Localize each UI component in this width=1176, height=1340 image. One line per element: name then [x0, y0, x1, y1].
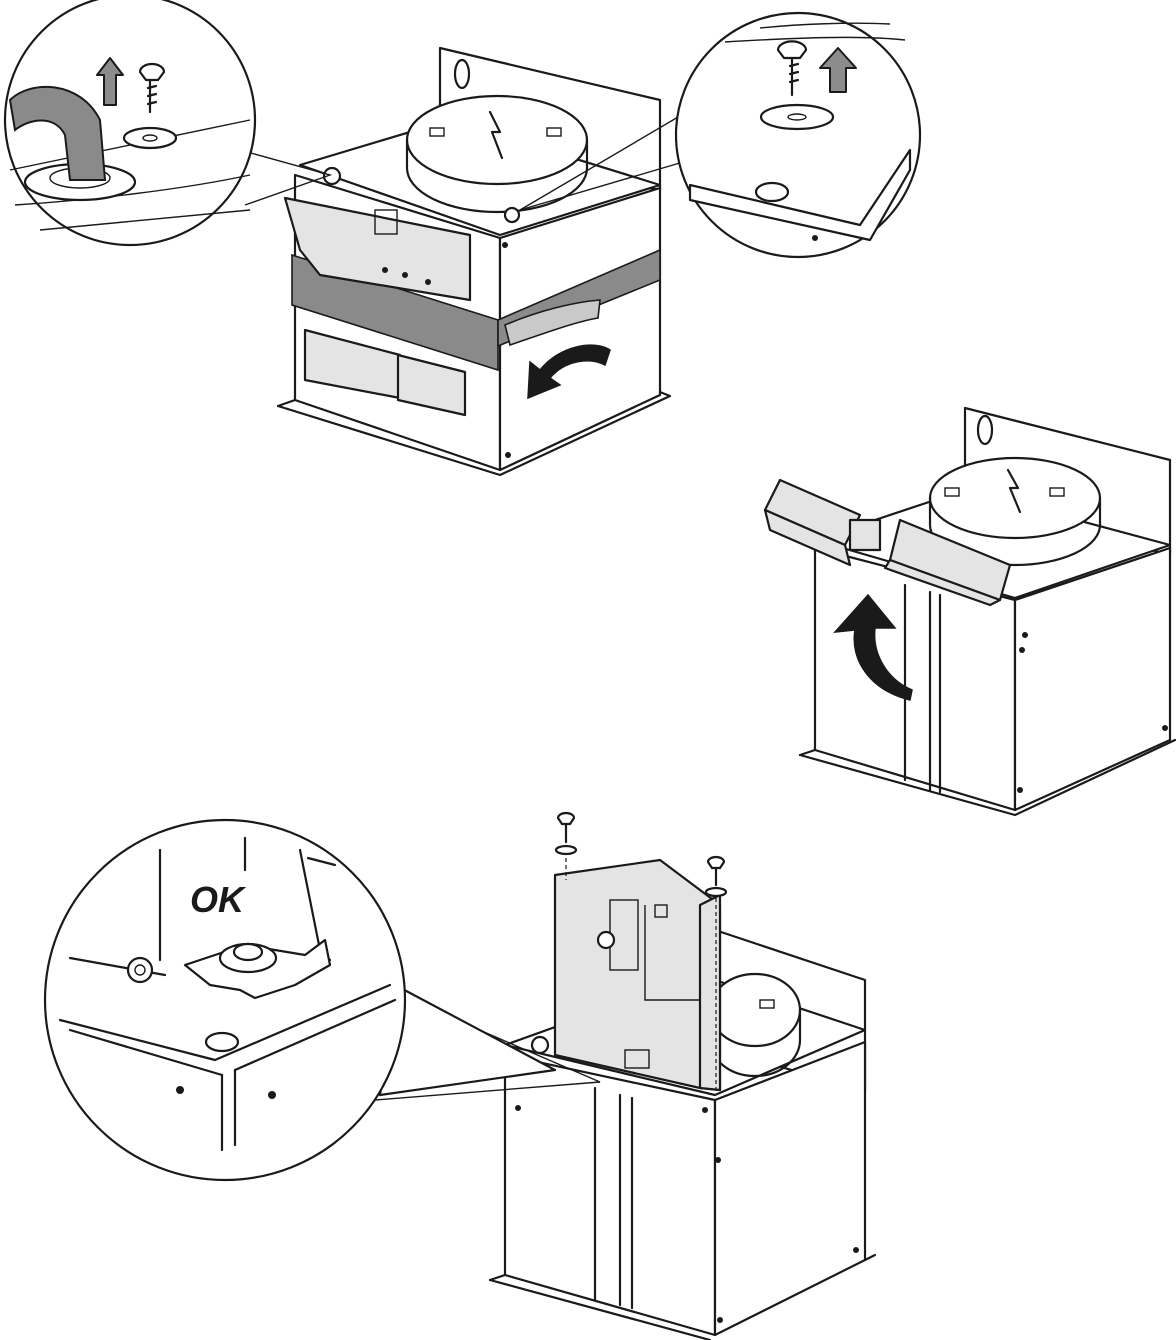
screw-icon — [503, 206, 521, 224]
washer-icon — [759, 103, 835, 131]
fan-ring-top — [708, 972, 802, 1048]
keyhole — [453, 58, 471, 90]
step1-unit — [276, 46, 672, 477]
screw-icon — [322, 166, 342, 186]
ok-label: OK — [190, 879, 247, 920]
flap-right-edge — [883, 558, 1002, 607]
cabinet-corner — [688, 148, 912, 242]
screw-icon — [204, 1031, 240, 1053]
callout-bottom: OK — [43, 818, 601, 1182]
curved-arrow-icon — [527, 344, 611, 400]
screw-icon — [754, 181, 790, 203]
curved-arrow-icon — [833, 593, 913, 701]
control-panel-side — [698, 893, 722, 1092]
up-arrow-icon — [819, 47, 857, 93]
fan-ring-top — [405, 94, 589, 186]
fan-symbol — [1006, 468, 1022, 514]
hose-icon — [8, 85, 107, 181]
callout-right — [519, 11, 922, 259]
rubber-foot — [126, 956, 154, 984]
washer-icon — [554, 844, 578, 856]
step3-unit — [488, 811, 877, 1340]
screw-icon — [706, 855, 726, 870]
washer-icon — [704, 886, 728, 898]
step2-unit — [763, 406, 1176, 817]
screw-icon — [776, 40, 808, 60]
control-box-top — [283, 196, 472, 302]
screw-icon — [556, 811, 576, 826]
up-arrow-icon — [96, 57, 124, 106]
control-box-lower-right — [396, 353, 467, 417]
keyhole — [976, 414, 994, 446]
screw-icon — [138, 62, 166, 82]
tape-front — [291, 253, 499, 372]
callout-circle — [3, 0, 257, 247]
callout-left — [3, 0, 333, 247]
fan-symbol — [488, 110, 504, 160]
fan-ring-side — [405, 138, 589, 214]
tape-peel — [504, 299, 601, 347]
right-face — [498, 186, 662, 472]
control-panel-upright — [553, 858, 722, 1092]
washer-icon — [122, 126, 178, 150]
right-face — [1013, 546, 1172, 812]
flap-left-edge — [763, 508, 852, 567]
callout-circle — [43, 818, 407, 1182]
